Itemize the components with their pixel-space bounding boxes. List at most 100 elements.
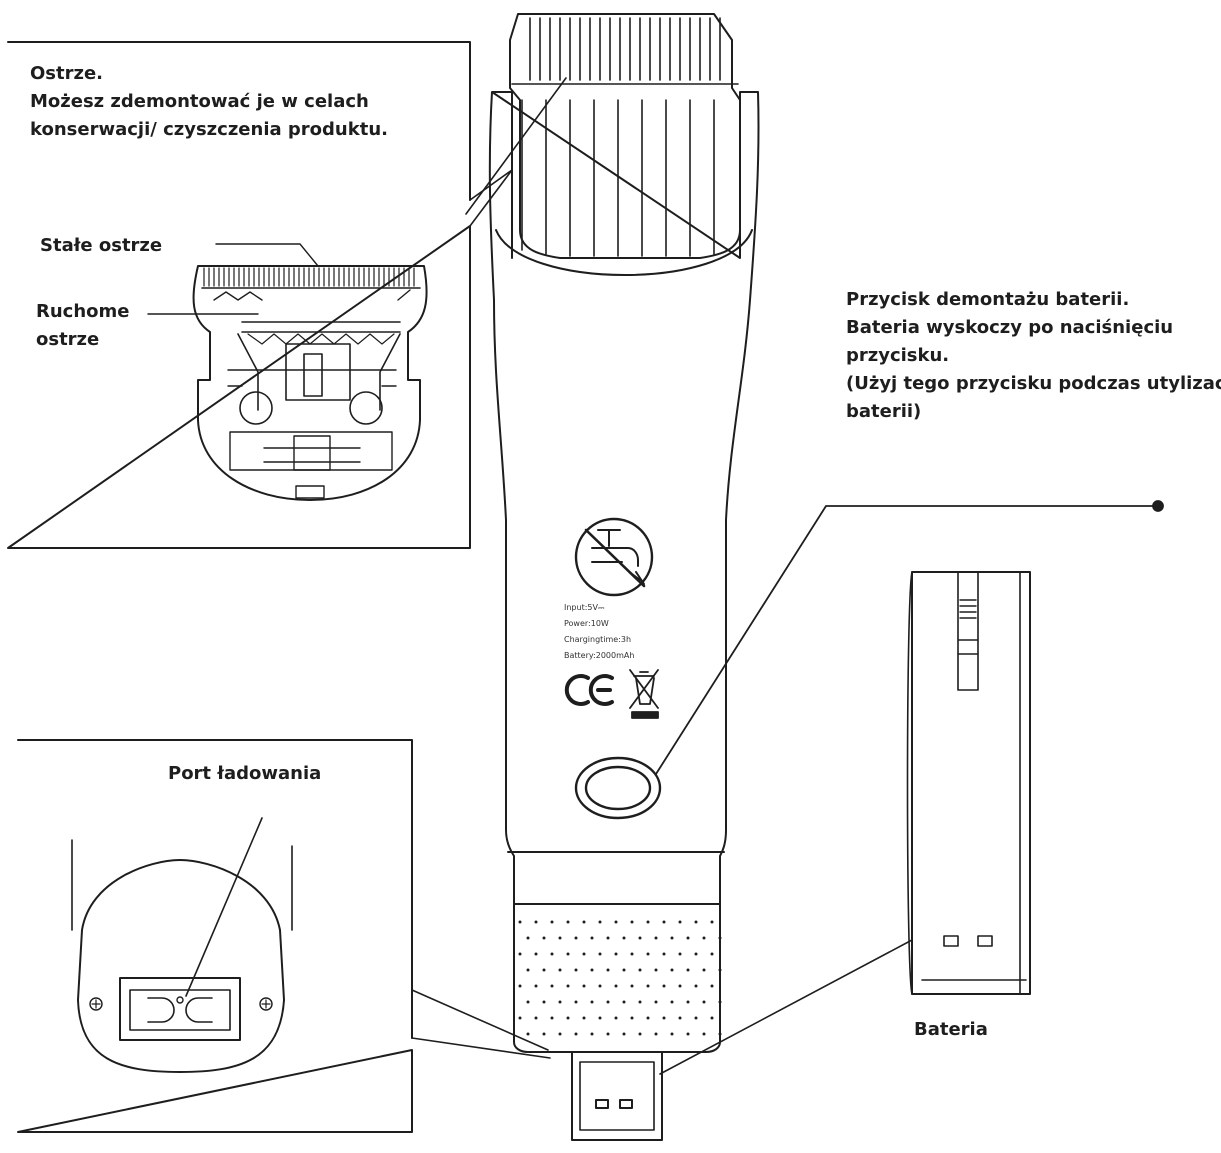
grip-dot	[686, 968, 690, 972]
grip-dot	[606, 968, 610, 972]
grip-dot	[670, 936, 674, 940]
grip-dot	[518, 1016, 522, 1020]
grip-dot	[718, 1000, 722, 1004]
grip-dot	[614, 1016, 618, 1020]
grip-dot	[598, 920, 602, 924]
trimmer-body	[488, 13, 760, 1053]
grip-dot	[534, 920, 538, 924]
grip-dot	[718, 968, 722, 972]
grip-dot	[694, 952, 698, 956]
grip-dot	[670, 968, 674, 972]
grip-dot	[614, 952, 618, 956]
blade-desc-1: Możesz zdemontować je w celach	[30, 91, 369, 112]
grip-dot	[646, 1016, 650, 1020]
grip-dot	[534, 952, 538, 956]
grip-dot	[598, 952, 602, 956]
grip-dot	[590, 968, 594, 972]
spec-charging: Chargingtime:3h	[564, 635, 631, 644]
blade-inset	[7, 41, 567, 549]
grip-dot	[702, 1000, 706, 1004]
grip-dot	[718, 936, 722, 940]
button-desc-1: Przycisk demontażu baterii.	[846, 289, 1130, 310]
grip-dot	[622, 1000, 626, 1004]
grip-dot	[694, 1016, 698, 1020]
grip-dot	[534, 984, 538, 988]
grip-dot	[662, 920, 666, 924]
grip-dot	[638, 1032, 642, 1036]
grip-dot	[518, 984, 522, 988]
grip-dot	[574, 1032, 578, 1036]
grip-dot	[670, 1032, 674, 1036]
grip-dot	[598, 984, 602, 988]
grip-dot	[622, 936, 626, 940]
moving-blade-label-2: ostrze	[36, 329, 100, 350]
battery-label: Bateria	[914, 1019, 988, 1040]
grip-dot	[638, 936, 642, 940]
grip-dot	[550, 952, 554, 956]
grip-dot	[582, 920, 586, 924]
grip-dot	[678, 952, 682, 956]
blade-title: Ostrze.	[30, 63, 104, 84]
grip-dot	[694, 984, 698, 988]
grip-dot	[686, 936, 690, 940]
grip-dot	[574, 968, 578, 972]
grip-dot	[630, 952, 634, 956]
grip-dot	[654, 1000, 658, 1004]
fixed-blade-label: Stałe ostrze	[40, 235, 163, 256]
ce-mark-icon	[564, 674, 614, 706]
button-desc-2: Bateria wyskoczy po naciśnięciu	[846, 317, 1174, 338]
grip-dot	[646, 952, 650, 956]
grip-dot	[550, 984, 554, 988]
grip-dot	[574, 1000, 578, 1004]
usb-plug	[571, 1051, 663, 1141]
grip-dot	[678, 1016, 682, 1020]
grip-dot	[518, 952, 522, 956]
button-desc-3: przycisku.	[846, 345, 950, 366]
moving-blade-label-1: Ruchome	[36, 301, 130, 322]
grip-dot	[638, 1000, 642, 1004]
battery-drawing	[659, 571, 1031, 1075]
grip-dot	[686, 1032, 690, 1036]
grip-dot	[678, 920, 682, 924]
grip-dot	[558, 1000, 562, 1004]
no-water-tap-icon	[574, 517, 654, 597]
spec-battery: Battery:2000mAh	[564, 651, 634, 660]
grip-dots	[518, 920, 722, 1036]
grip-dot	[558, 936, 562, 940]
grip-dot	[582, 1016, 586, 1020]
grip-dot	[606, 1032, 610, 1036]
charging-port-inset	[17, 739, 551, 1133]
grip-dot	[622, 968, 626, 972]
comb-teeth	[511, 17, 739, 257]
grip-dot	[718, 1032, 722, 1036]
grip-dot	[678, 984, 682, 988]
grip-dot	[518, 920, 522, 924]
grip-dot	[590, 1032, 594, 1036]
grip-dot	[566, 920, 570, 924]
grip-dot	[670, 1000, 674, 1004]
grip-dot	[638, 968, 642, 972]
grip-dot	[566, 1016, 570, 1020]
grip-dot	[566, 984, 570, 988]
grip-dot	[606, 1000, 610, 1004]
spec-input: Input:5V⎓	[564, 603, 605, 612]
grip-dot	[606, 936, 610, 940]
grip-dot	[542, 1000, 546, 1004]
grip-dot	[526, 968, 530, 972]
grip-dot	[646, 984, 650, 988]
grip-dot	[662, 984, 666, 988]
grip-dot	[542, 1032, 546, 1036]
grip-dot	[710, 984, 714, 988]
grip-dot	[710, 952, 714, 956]
grip-dot	[686, 1000, 690, 1004]
grip-dot	[582, 952, 586, 956]
grip-dot	[702, 936, 706, 940]
crossed-bin-icon	[629, 669, 659, 719]
grip-dot	[566, 952, 570, 956]
grip-dot	[702, 1032, 706, 1036]
button-leader-line	[655, 500, 1164, 775]
grip-dot	[630, 1016, 634, 1020]
grip-dot	[662, 952, 666, 956]
